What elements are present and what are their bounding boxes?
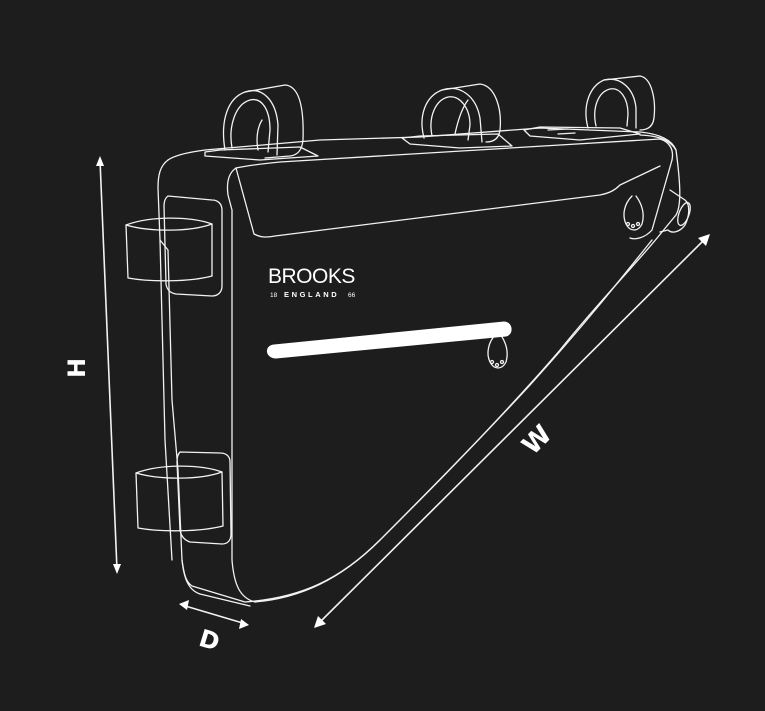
logo-right-mark: 66 [348, 292, 356, 299]
logo-brand: BROOKS [268, 265, 355, 288]
width-dimension: W [314, 234, 710, 628]
height-label: H [63, 358, 91, 378]
side-strap-upper [125, 195, 223, 297]
logo-left-mark: 18 [270, 292, 278, 299]
reflective-strip [267, 321, 512, 359]
height-dimension: H [63, 156, 121, 574]
brooks-logo: BROOKS 18 ENGLAND 66 [268, 265, 356, 299]
arrowhead-left-icon [179, 600, 189, 610]
zip-pull-top [623, 195, 644, 231]
arrowhead-up-icon [96, 156, 104, 166]
bag-body [157, 127, 691, 607]
depth-dimension: D [179, 600, 249, 657]
zip-pull-front [487, 333, 508, 369]
top-strap-3 [523, 75, 656, 141]
arrowhead-up-right-icon [698, 234, 710, 246]
width-label: W [517, 420, 558, 461]
arrowhead-down-icon [113, 564, 121, 574]
side-strap-lower [135, 451, 232, 545]
depth-label: D [196, 624, 223, 657]
top-strap-1 [204, 84, 319, 161]
logo-sub: ENGLAND [284, 290, 339, 299]
arrowhead-down-left-icon [314, 616, 326, 628]
top-strap-2 [401, 83, 513, 149]
arrowhead-right-icon [239, 619, 249, 629]
